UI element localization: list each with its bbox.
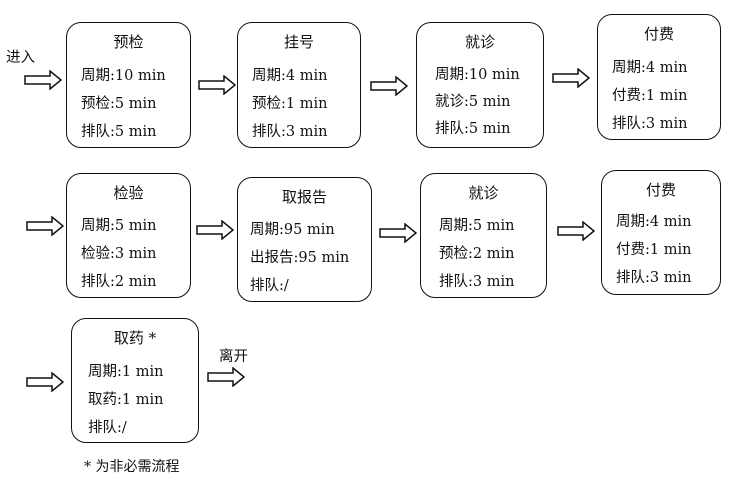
- step-detail: 周期:5 min: [439, 218, 515, 234]
- step-title: 就诊: [464, 33, 495, 51]
- step-detail: 排队:2 min: [81, 274, 157, 290]
- step-detail: 周期:5 min: [81, 218, 157, 234]
- step-detail: 取药:1 min: [88, 392, 164, 408]
- step-detail: 周期:95 min: [250, 222, 335, 238]
- step-detail: 排队:/: [250, 278, 289, 294]
- step-box-lab-test: 检验 周期:5 min 检验:3 min 排队:2 min: [66, 173, 191, 298]
- start-label: 进入: [6, 50, 35, 66]
- step-box-payment-2: 付费 周期:4 min 付费:1 min 排队:3 min: [601, 170, 721, 295]
- step-detail: 预检:1 min: [252, 96, 328, 112]
- end-label: 离开: [219, 349, 248, 365]
- step-box-registration: 挂号 周期:4 min 预检:1 min 排队:3 min: [237, 22, 361, 148]
- step-detail: 排队:5 min: [81, 124, 157, 140]
- arrow-right-icon: [370, 76, 408, 96]
- step-box-payment: 付费 周期:4 min 付费:1 min 排队:3 min: [597, 14, 721, 140]
- step-detail: 周期:4 min: [616, 214, 692, 230]
- arrow-right-icon: [207, 367, 245, 387]
- step-detail: 排队:3 min: [616, 270, 692, 286]
- step-detail: 付费:1 min: [616, 242, 692, 258]
- arrow-right-icon: [196, 220, 234, 240]
- step-detail: 周期:1 min: [88, 364, 164, 380]
- step-detail: 周期:10 min: [81, 68, 166, 84]
- step-title: 检验: [113, 184, 144, 202]
- step-detail: 出报告:95 min: [250, 250, 350, 266]
- step-detail: 周期:10 min: [435, 67, 520, 83]
- step-title: 挂号: [283, 33, 314, 51]
- step-detail: 排队:/: [88, 420, 127, 436]
- step-box-consultation-2: 就诊 周期:5 min 预检:2 min 排队:3 min: [420, 173, 547, 298]
- step-title: 预检: [113, 33, 144, 51]
- step-box-pharmacy: 取药 * 周期:1 min 取药:1 min 排队:/: [71, 318, 199, 443]
- arrow-right-icon: [26, 216, 64, 236]
- step-detail: 排队:3 min: [252, 124, 328, 140]
- arrow-right-icon: [552, 68, 590, 88]
- step-box-consultation: 就诊 周期:10 min 就诊:5 min 排队:5 min: [416, 22, 544, 148]
- step-detail: 预检:5 min: [81, 96, 157, 112]
- step-title: 取药 *: [113, 329, 157, 347]
- arrow-right-icon: [24, 70, 62, 90]
- step-detail: 排队:5 min: [435, 121, 511, 137]
- step-detail: 付费:1 min: [612, 88, 688, 104]
- step-title: 付费: [645, 181, 676, 199]
- step-title: 就诊: [468, 184, 499, 202]
- arrow-right-icon: [198, 75, 236, 95]
- step-box-preliminary-check: 预检 周期:10 min 预检:5 min 排队:5 min: [66, 22, 191, 148]
- step-detail: 排队:3 min: [612, 116, 688, 132]
- step-detail: 预检:2 min: [439, 246, 515, 262]
- footnote: * 为非必需流程: [84, 459, 180, 475]
- step-detail: 就诊:5 min: [435, 94, 511, 110]
- step-detail: 周期:4 min: [612, 60, 688, 76]
- arrow-right-icon: [379, 223, 417, 243]
- step-box-get-report: 取报告 周期:95 min 出报告:95 min 排队:/: [237, 177, 372, 302]
- step-title: 付费: [643, 25, 674, 43]
- arrow-right-icon: [26, 372, 64, 392]
- step-detail: 检验:3 min: [81, 246, 157, 262]
- step-detail: 周期:4 min: [252, 68, 328, 84]
- step-title: 取报告: [281, 188, 327, 206]
- step-detail: 排队:3 min: [439, 274, 515, 290]
- arrow-right-icon: [557, 221, 595, 241]
